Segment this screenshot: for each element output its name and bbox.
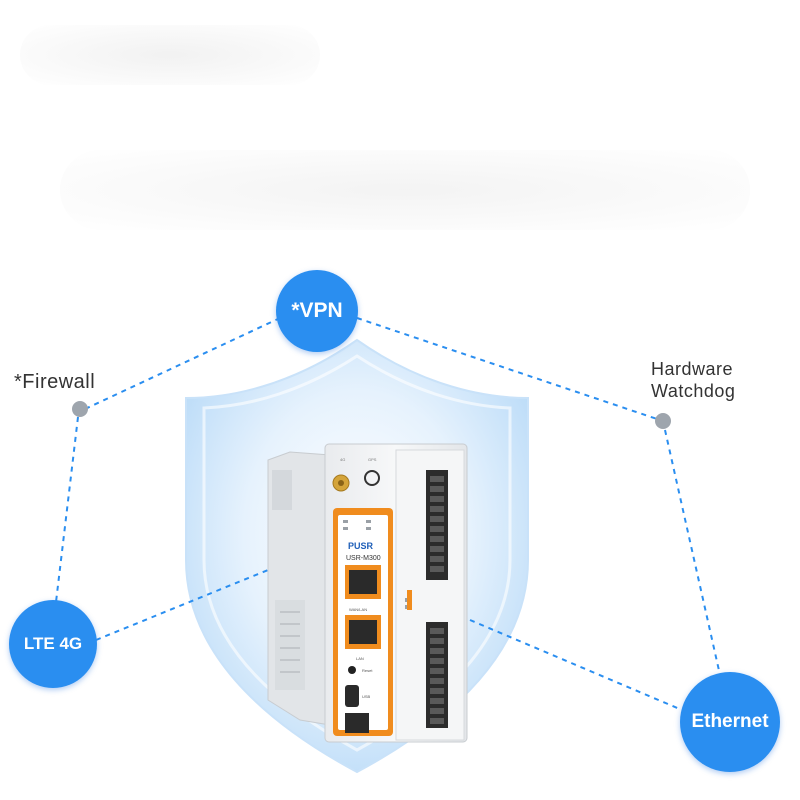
reset-label: Reset: [362, 668, 373, 673]
ethernet-node-label: Ethernet: [691, 711, 769, 732]
firewall-label: *Firewall: [14, 371, 96, 393]
firewall-dot: [72, 401, 88, 417]
vpn-node-label: *VPN: [291, 299, 343, 322]
lte-4g-node: LTE 4G: [9, 600, 97, 688]
device-model: USR-M300: [346, 555, 381, 562]
usb-label: USB: [362, 694, 371, 699]
device-usr-m300: PUSR USR-M300 WAN/LAN LAN Reset USB 4G G…: [267, 443, 468, 743]
vpn-node: *VPN: [276, 270, 358, 352]
background-blur: [60, 150, 750, 230]
watchdog-label-line2: Watchdog: [651, 381, 736, 401]
watchdog-dot: [655, 413, 671, 429]
watchdog-label-line1: Hardware: [651, 359, 734, 379]
antenna-4g-label: 4G: [340, 457, 345, 462]
device-brand: PUSR: [348, 541, 374, 551]
port-label: WAN/LAN: [349, 607, 367, 612]
connection-lines: [55, 317, 721, 711]
lan-label: LAN: [356, 656, 364, 661]
background-blur: [20, 25, 320, 85]
watchdog-label: Hardware Watchdog: [651, 358, 735, 402]
antenna-gps-label: GPS: [368, 457, 377, 462]
ethernet-node: Ethernet: [680, 672, 780, 772]
lte-4g-node-label: LTE 4G: [23, 634, 83, 653]
